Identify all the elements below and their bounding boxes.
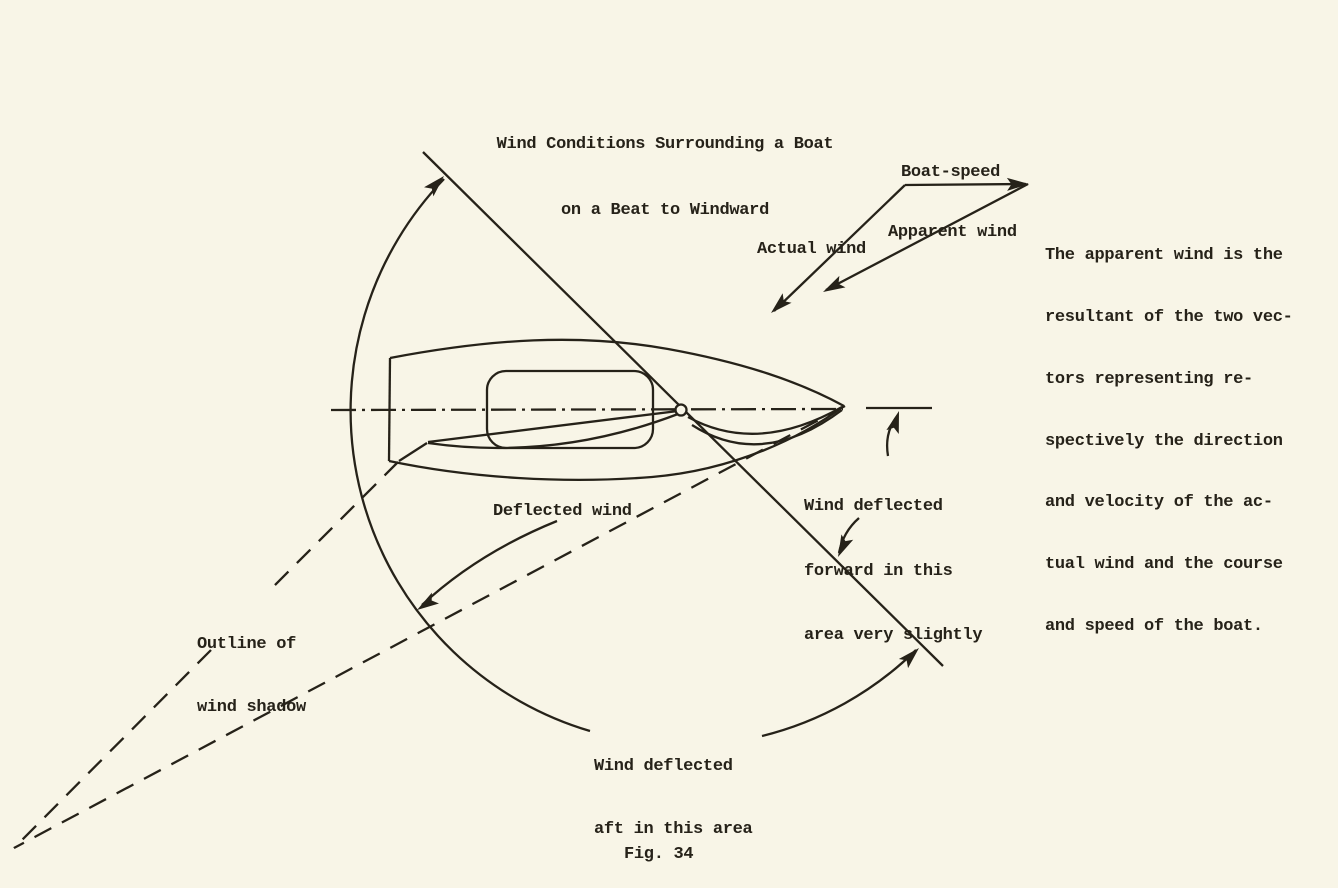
- figure-title-line2: on a Beat to Windward: [561, 201, 769, 220]
- arrowhead-icon: [886, 411, 899, 434]
- arrowhead-icon: [771, 293, 792, 313]
- apparent-wind-label: Apparent wind: [888, 223, 1017, 242]
- boat-hull-top-edge: [389, 338, 845, 408]
- outline-label-line: wind shadow: [197, 698, 306, 717]
- outline-of-wind-shadow-label: Outline of wind shadow: [197, 592, 306, 760]
- arrowhead-icon: [838, 534, 854, 557]
- deflected-wind-label: Deflected wind: [493, 502, 632, 521]
- figure-caption: Fig. 34: [624, 845, 694, 864]
- forward-label-line: area very slightly: [804, 626, 983, 645]
- centerline: [330, 407, 844, 412]
- note-line: tors representing re-: [1045, 369, 1253, 389]
- note-line: The apparent wind is the: [1045, 246, 1283, 266]
- mast-circle: [674, 403, 688, 417]
- wind-shadow-dashed-line-bow: [13, 404, 846, 850]
- deflection-arc-right: [761, 649, 917, 738]
- jib-sail-foot: [691, 409, 843, 446]
- note-line: spectively the direction: [1045, 431, 1283, 451]
- note-line: tual wind and the course: [1045, 555, 1283, 575]
- main-boom-sail-foot: [427, 412, 679, 450]
- aft-label-line: aft in this area: [594, 820, 753, 839]
- actual-wind-vector: [773, 184, 906, 312]
- deflected-wind-leader: [421, 519, 558, 606]
- arrowhead-icon: [417, 592, 439, 610]
- note-line: and speed of the boat.: [1045, 616, 1263, 636]
- forward-label-line: Wind deflected: [804, 497, 943, 516]
- boom-end-tick: [398, 442, 428, 462]
- apparent-wind-vector: [825, 182, 1029, 292]
- arrowhead-icon: [1006, 177, 1029, 191]
- jib-sail-luff: [687, 405, 843, 435]
- outline-label-line: Outline of: [197, 635, 297, 654]
- forward-label-line: forward in this: [804, 561, 953, 581]
- figure-title: Wind Conditions Surrounding a Boat on a …: [420, 90, 910, 266]
- main-boom-sail-top: [427, 409, 679, 444]
- note-line: and velocity of the ac-: [1045, 493, 1273, 513]
- aft-label-line: Wind deflected: [594, 757, 733, 776]
- boat-speed-vector: [904, 182, 1027, 187]
- wind-deflected-forward-label: Wind deflected forward in this area very…: [804, 453, 983, 690]
- arrowhead-icon: [424, 176, 444, 197]
- wind-deflected-aft-label: Wind deflected aft in this area: [594, 714, 753, 882]
- actual-wind-label: Actual wind: [757, 240, 866, 259]
- apparent-wind-note: The apparent wind is the resultant of th…: [1045, 205, 1293, 679]
- arrowhead-icon: [898, 648, 919, 669]
- boat-speed-label: Boat-speed: [901, 163, 1001, 182]
- note-line: resultant of the two vec-: [1045, 307, 1293, 327]
- arrowhead-icon: [823, 275, 846, 292]
- wind-shadow-dashed-line-stern: [267, 461, 399, 593]
- wind-shadow-dashed-line-stern2: [13, 649, 212, 849]
- figure-title-line1: Wind Conditions Surrounding a Boat: [496, 135, 834, 154]
- deflection-arc-left: [349, 178, 591, 733]
